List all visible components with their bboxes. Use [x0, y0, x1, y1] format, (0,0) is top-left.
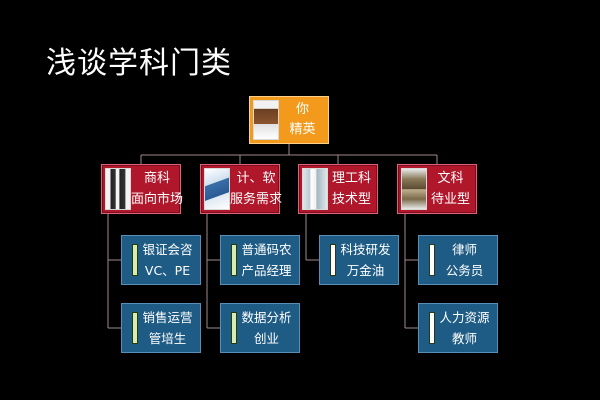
- leaf-marker: [330, 244, 336, 276]
- root-label-line2: 精英: [289, 122, 316, 137]
- leaf-label-line1: 律师: [451, 242, 477, 257]
- leaf-label-line2: 创业: [253, 331, 279, 346]
- root-label-line1: 你: [295, 102, 309, 117]
- smiling-man-photo: [253, 100, 279, 140]
- category-label-line1: 商科: [144, 171, 171, 186]
- category-node-computing: 计、软 服务需求: [200, 164, 283, 214]
- category-node-humanities: 文科 待业型: [397, 164, 477, 214]
- category-label-line2: 服务需求: [230, 192, 283, 207]
- leaf-label-line2: 教师: [451, 331, 477, 346]
- leaf-label-line1: 科技研发: [340, 242, 391, 257]
- category-node-business: 商科 面向市场: [101, 164, 184, 214]
- leaf-label-line1: 数据分析: [241, 310, 292, 325]
- library-books-photo: [401, 168, 427, 210]
- category-label-line1: 计、软: [236, 171, 276, 186]
- leaf-label-line1: 销售运营: [142, 310, 193, 325]
- category-label-line1: 文科: [437, 171, 464, 186]
- leaf-node-finance: 银证会咨 VC、PE: [121, 235, 201, 285]
- leaf-label-line2: 公务员: [445, 263, 484, 278]
- leaf-label-line2: 产品经理: [241, 263, 292, 278]
- leaf-node-sales: 销售运营 管培生: [121, 303, 201, 353]
- leaf-marker: [231, 244, 237, 276]
- leaf-label-line2: VC、PE: [144, 263, 191, 278]
- leaf-node-research: 科技研发 万金油: [319, 235, 399, 285]
- slide-title: 浅谈学科门类: [46, 46, 232, 81]
- computer-screen-photo: [204, 168, 230, 210]
- leaf-node-hr: 人力资源 教师: [418, 303, 498, 353]
- leaf-marker: [231, 312, 237, 344]
- laboratory-photo: [302, 168, 328, 210]
- leaf-marker: [429, 312, 435, 344]
- leaf-label-line1: 人力资源: [439, 310, 490, 325]
- leaf-node-lawyer: 律师 公务员: [418, 235, 498, 285]
- leaf-marker: [132, 244, 138, 276]
- leaf-label-line1: 银证会咨: [142, 242, 193, 257]
- leaf-node-data-analysis: 数据分析 创业: [220, 303, 300, 353]
- category-node-science: 理工科 技术型: [298, 164, 378, 214]
- leaf-label-line2: 万金油: [346, 263, 385, 278]
- category-label-line2: 面向市场: [131, 192, 184, 207]
- leaf-label-line1: 普通码农: [241, 242, 292, 257]
- leaf-label-line2: 管培生: [148, 331, 187, 346]
- leaf-node-programmer: 普通码农 产品经理: [220, 235, 300, 285]
- business-people-photo: [105, 168, 131, 210]
- category-label-line1: 理工科: [331, 171, 371, 186]
- root-node: 你 精英: [249, 96, 329, 144]
- leaf-marker: [132, 312, 138, 344]
- category-label-line2: 待业型: [430, 192, 470, 207]
- category-label-line2: 技术型: [331, 192, 371, 207]
- leaf-marker: [429, 244, 435, 276]
